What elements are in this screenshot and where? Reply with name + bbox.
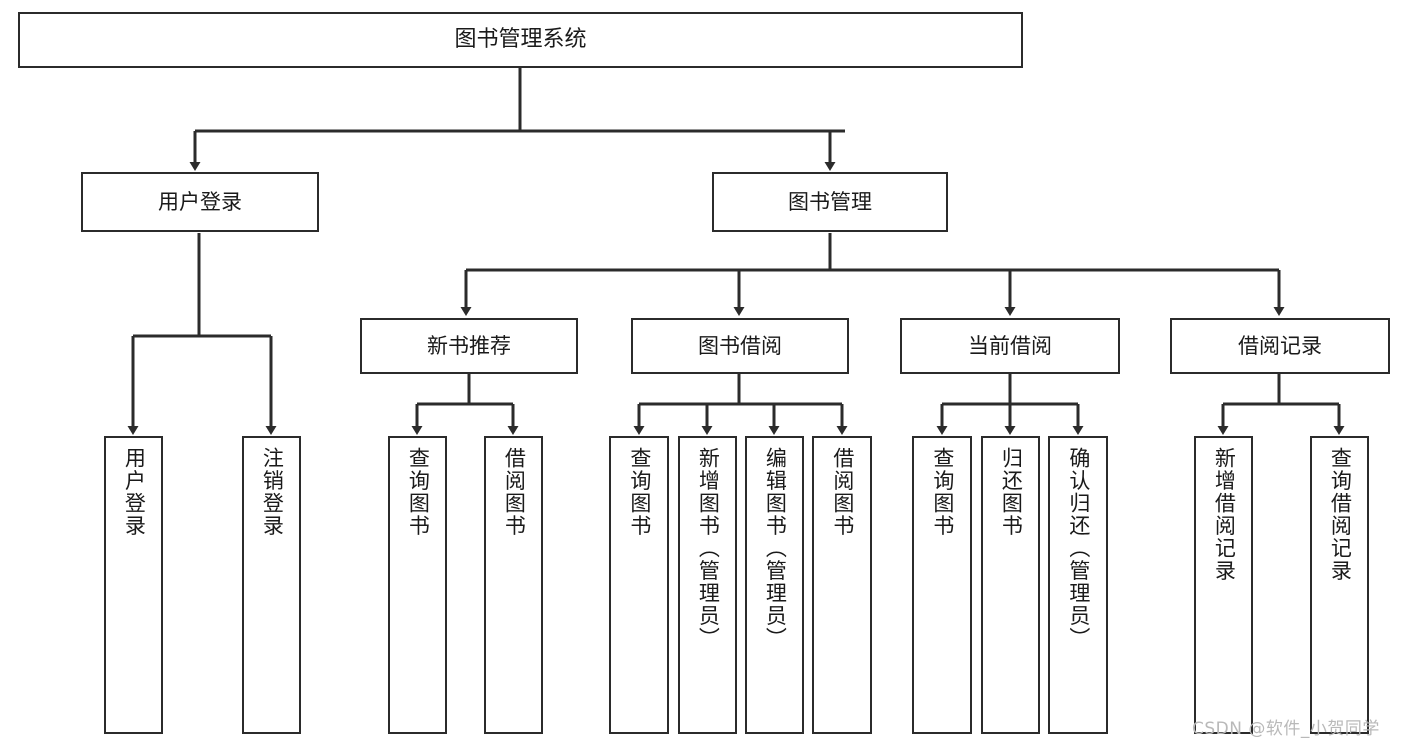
leaf-records-query-record[interactable]: 查询借阅记录 — [1310, 436, 1369, 734]
node-label: 图书管理 — [788, 189, 872, 214]
node-label: 新增图书（管理员） — [696, 447, 721, 650]
leaf-records-add-record[interactable]: 新增借阅记录 — [1194, 436, 1253, 734]
node-label: 查询图书 — [406, 447, 431, 537]
node-label: 用户登录 — [158, 189, 242, 214]
node-label: 借阅记录 — [1238, 333, 1322, 358]
node-label: 图书管理系统 — [454, 27, 587, 53]
leaf-borrow-borrow-books[interactable]: 借阅图书 — [812, 436, 872, 734]
leaf-current-return-books[interactable]: 归还图书 — [981, 436, 1040, 734]
watermark-credit: CSDN @软件_小贺同学 — [1192, 719, 1380, 739]
node-label: 当前借阅 — [968, 333, 1052, 358]
leaf-borrow-add-book-admin[interactable]: 新增图书（管理员） — [678, 436, 737, 734]
node-user-login[interactable]: 用户登录 — [81, 172, 319, 232]
node-label: 归还图书 — [999, 447, 1024, 537]
node-label: 借阅图书 — [830, 447, 855, 537]
node-label: 新增借阅记录 — [1212, 447, 1237, 582]
node-label: 借阅图书 — [502, 447, 527, 537]
node-book-management[interactable]: 图书管理 — [712, 172, 948, 232]
node-label: 查询图书 — [930, 447, 955, 537]
node-root-system[interactable]: 图书管理系统 — [18, 12, 1023, 68]
leaf-borrow-edit-book-admin[interactable]: 编辑图书（管理员） — [745, 436, 804, 734]
node-label: 编辑图书（管理员） — [763, 447, 788, 650]
node-new-book-recommendation[interactable]: 新书推荐 — [360, 318, 578, 374]
node-label: 新书推荐 — [427, 333, 511, 358]
node-label: 注销登录 — [260, 447, 285, 537]
node-label: 查询借阅记录 — [1328, 447, 1353, 582]
leaf-borrow-query-books[interactable]: 查询图书 — [609, 436, 669, 734]
node-label: 查询图书 — [627, 447, 652, 537]
leaf-new-book-query-books[interactable]: 查询图书 — [388, 436, 447, 734]
node-book-borrowing[interactable]: 图书借阅 — [631, 318, 849, 374]
leaf-user-login-signout[interactable]: 注销登录 — [242, 436, 301, 734]
node-label: 用户登录 — [122, 447, 147, 537]
node-label: 确认归还（管理员） — [1066, 447, 1091, 650]
leaf-current-query-books[interactable]: 查询图书 — [912, 436, 972, 734]
node-borrow-records[interactable]: 借阅记录 — [1170, 318, 1390, 374]
leaf-new-book-borrow-books[interactable]: 借阅图书 — [484, 436, 543, 734]
node-current-borrowing[interactable]: 当前借阅 — [900, 318, 1120, 374]
node-label: 图书借阅 — [698, 333, 782, 358]
leaf-user-login-signin[interactable]: 用户登录 — [104, 436, 163, 734]
leaf-current-confirm-return-admin[interactable]: 确认归还（管理员） — [1048, 436, 1108, 734]
